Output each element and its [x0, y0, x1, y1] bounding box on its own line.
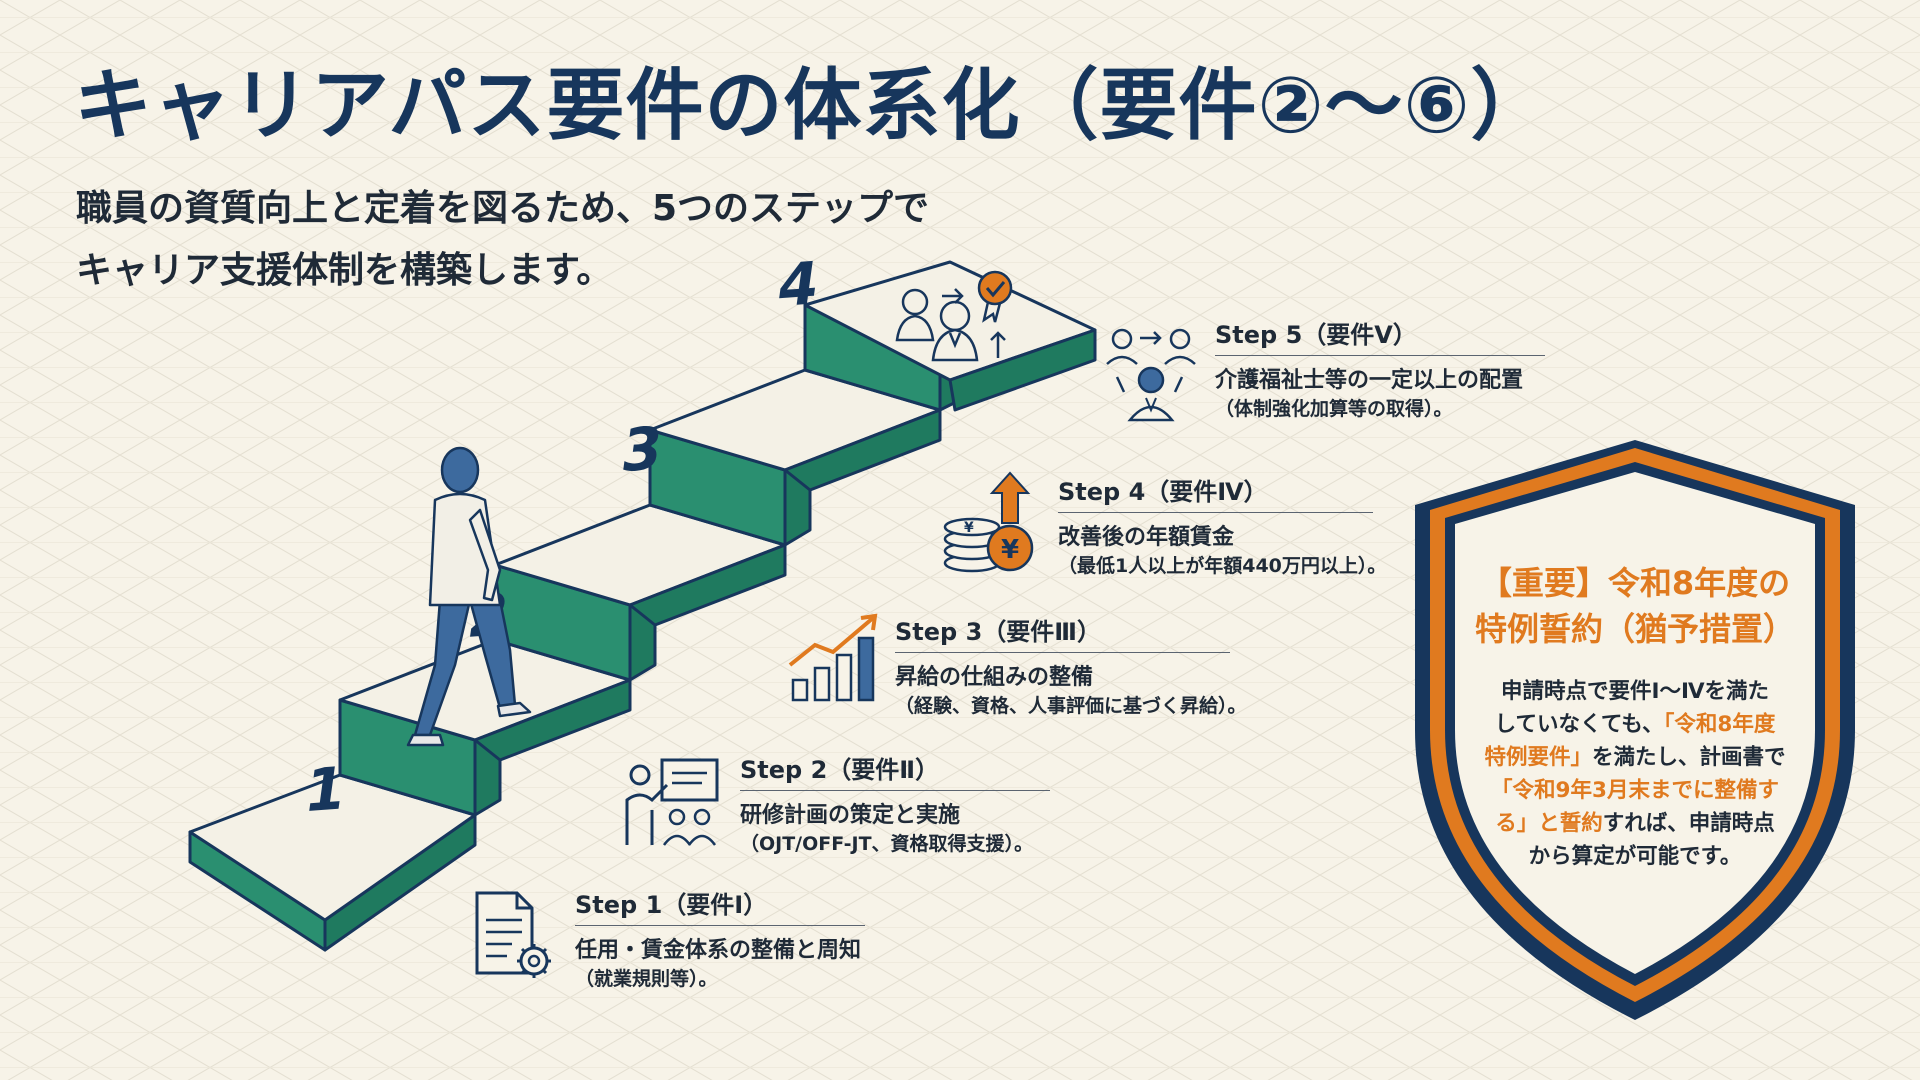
shield-body-line-3: 特例要件」を満たし、計画書で [1460, 741, 1810, 774]
step-3-desc: 昇給の仕組みの整備 [895, 665, 1094, 690]
subtitle-line-2: キャリア支援体制を構築します。 [76, 250, 613, 291]
shield-body-line-3b: を満たし、計画書で [1592, 745, 1786, 770]
document-gear-icon [475, 891, 551, 978]
stair-number-4: 4 [774, 249, 823, 320]
step-2-text: Step 2（要件Ⅱ） 研修計画の策定と実施 （OJT/OFF-JT、資格取得支… [740, 750, 1050, 857]
step-4-title: Step 4（要件Ⅳ） [1058, 472, 1373, 513]
step-5-text: Step 5（要件Ⅴ） 介護福祉士等の一定以上の配置 （体制強化加算等の取得）。 [1215, 315, 1545, 422]
step-1-note: （就業規則等）。 [575, 968, 718, 990]
step-4-text: Step 4（要件Ⅳ） 改善後の年額賃金 （最低1人以上が年額440万円以上）。 [1058, 472, 1386, 579]
step-5-desc: 介護福祉士等の一定以上の配置 [1215, 368, 1524, 393]
svg-text:¥: ¥ [964, 520, 974, 536]
growth-bar-chart-icon [788, 613, 878, 702]
shield-body-line-1: 申請時点で要件Ⅰ〜Ⅳを満た [1500, 679, 1770, 704]
shield-body-line-5b: すれば、申請時点 [1602, 811, 1775, 836]
training-presentation-icon [625, 758, 719, 846]
step-2-desc: 研修計画の策定と実施 [740, 803, 961, 828]
yen-coins-icon: ¥ ¥ [943, 471, 1034, 573]
page-subtitle: 職員の資質向上と定着を図るため、5つのステップで キャリア支援体制を構築します。 [76, 178, 929, 302]
shield-title-line-1: 【重要】令和8年度の [1479, 564, 1791, 602]
stair-number-3: 3 [617, 414, 666, 485]
shield-body-line-6: から算定が可能です。 [1528, 844, 1742, 869]
shield-body-line-2a: していなくても、 [1494, 712, 1664, 737]
walking-person-icon [406, 446, 532, 747]
shield-title: 【重要】令和8年度の 特例誓約（猶予措置） [1450, 560, 1820, 652]
step-1-text: Step 1（要件Ⅰ） 任用・賃金体系の整備と周知 （就業規則等）。 [575, 885, 865, 992]
step-2-note: （OJT/OFF-JT、資格取得支援）。 [740, 833, 1034, 855]
step-3-text: Step 3（要件Ⅲ） 昇給の仕組みの整備 （経験、資格、人事評価に基づく昇給）… [895, 612, 1247, 719]
shield-body-line-4: 「令和9年3月末までに整備す [1491, 778, 1779, 803]
shield-body-line-3a: 特例要件」 [1484, 745, 1592, 770]
step-3-title: Step 3（要件Ⅲ） [895, 612, 1230, 653]
step-4-desc: 改善後の年額賃金 [1058, 525, 1235, 550]
step-4-note: （最低1人以上が年額440万円以上）。 [1058, 555, 1387, 577]
step-5-title: Step 5（要件Ⅴ） [1215, 315, 1545, 356]
step-2-title: Step 2（要件Ⅱ） [740, 750, 1050, 791]
important-notice-shield [1415, 440, 1855, 1020]
staff-placement-icon [1106, 328, 1196, 422]
step-5-note: （体制強化加算等の取得）。 [1215, 398, 1453, 420]
subtitle-line-1: 職員の資質向上と定着を図るため、5つのステップで [76, 188, 930, 229]
top-team-award-icon [895, 270, 1013, 362]
step-3-note: （経験、資格、人事評価に基づく昇給）。 [895, 695, 1247, 717]
svg-text:¥: ¥ [1001, 535, 1019, 565]
step-1-desc: 任用・賃金体系の整備と周知 [575, 938, 862, 963]
shield-body-line-2: していなくても、「令和8年度 [1460, 708, 1810, 741]
shield-body-line-5a: る」と誓約 [1495, 811, 1603, 836]
shield-title-line-2: 特例誓約（猶予措置） [1474, 610, 1795, 648]
shield-body: 申請時点で要件Ⅰ〜Ⅳを満た していなくても、「令和8年度 特例要件」を満たし、計… [1460, 675, 1810, 873]
shield-body-line-5: る」と誓約すれば、申請時点 [1460, 807, 1810, 840]
stair-number-1: 1 [301, 754, 350, 825]
stair-step-4 [648, 368, 942, 492]
step-1-title: Step 1（要件Ⅰ） [575, 885, 865, 926]
shield-body-line-2b: 「令和8年度 [1663, 712, 1776, 737]
page-title: キャリアパス要件の体系化（要件②〜⑥） [74, 61, 1550, 151]
